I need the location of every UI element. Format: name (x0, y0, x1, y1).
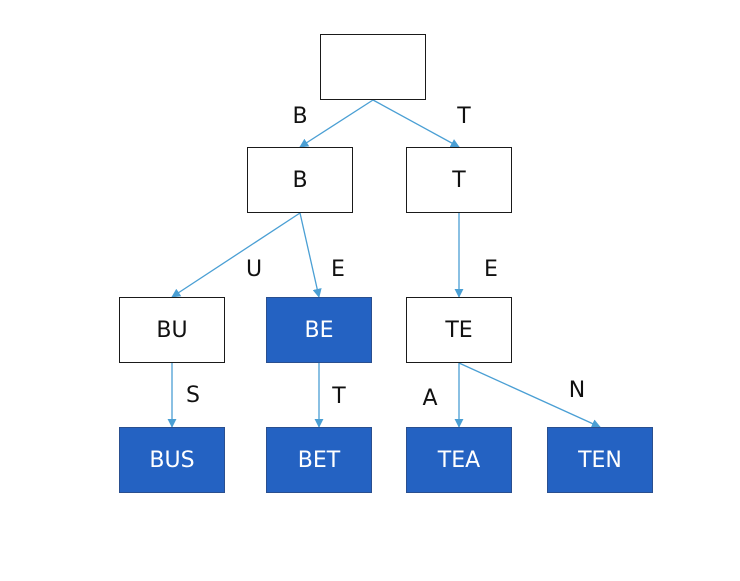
edge-label-be-bet: T (332, 384, 346, 409)
trie-node-bet: BET (266, 427, 372, 493)
edge-root-t (372, 99, 460, 148)
edge-label-te-ten: N (568, 378, 586, 403)
edge-label-root-t: T (457, 104, 471, 129)
trie-node-te: TE (406, 297, 512, 363)
trie-node-b: B (247, 147, 353, 213)
edge-label-t-te: E (484, 257, 498, 282)
edge-b-be (299, 212, 322, 298)
edge-b-bu (171, 212, 301, 298)
edge-label-root-b: B (292, 104, 308, 129)
trie-node-bu: BU (119, 297, 225, 363)
trie-node-t: T (406, 147, 512, 213)
edge-root-b (299, 99, 374, 148)
trie-node-be: BE (266, 297, 372, 363)
edge-te-ten (458, 362, 601, 428)
edge-label-bu-bus: S (186, 383, 200, 408)
edge-label-b-be: E (331, 257, 345, 282)
trie-node-ten: TEN (547, 427, 653, 493)
edge-label-te-tea: A (422, 386, 438, 411)
trie-node-tea: TEA (406, 427, 512, 493)
trie-node-bus: BUS (119, 427, 225, 493)
edge-label-b-bu: U (245, 257, 263, 282)
trie-node-root (320, 34, 426, 100)
